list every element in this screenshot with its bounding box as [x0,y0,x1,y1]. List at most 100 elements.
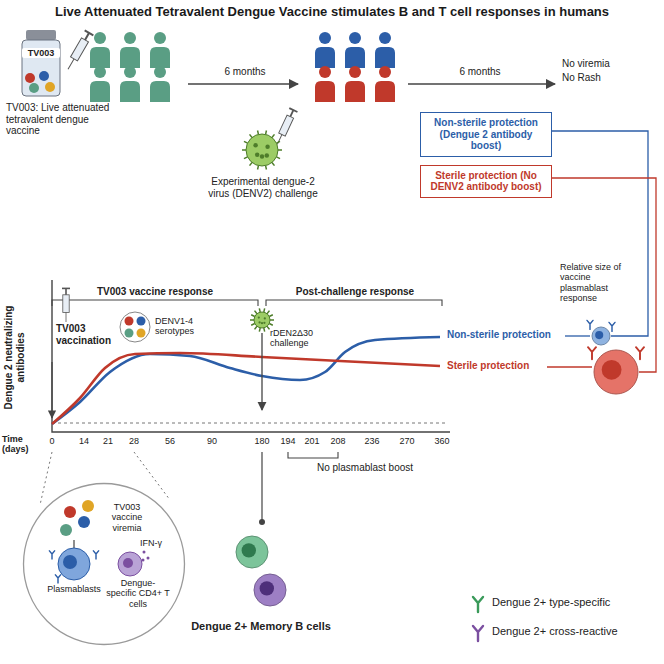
virus-dot [258,321,260,323]
cell-body [254,574,286,606]
tick-label: 194 [275,436,301,446]
plasmablast-nucleus [63,555,77,569]
antibody-icon [49,550,55,559]
virus-dot [265,153,269,157]
virus-spike [269,315,273,317]
vial-cap [26,30,56,40]
virus-spike [269,323,273,325]
node-text: TV003 vaccine viremia [100,502,154,533]
tick-label: 208 [325,436,351,446]
syringe-plunger [65,288,67,294]
person-head [379,66,391,78]
virus-spike [244,157,248,159]
virus-spike [250,134,252,137]
person-body [345,81,365,102]
virus-dot [258,316,260,318]
person-head [379,32,391,44]
syringe-grip [85,30,94,35]
syringe-icon [64,30,94,71]
leader-line [552,131,648,336]
person-figure [315,66,335,102]
antibody-icon [473,597,483,612]
cell-body [594,350,638,394]
leader-line [261,452,262,520]
person-head [319,66,331,78]
virus-spike [276,141,280,143]
plasmablast-cell [58,548,90,580]
syringe-needle [277,135,282,145]
vaccine-virion [64,506,76,518]
annotation-text: Post-challenge response [280,286,430,298]
person-body [90,81,110,102]
node-text: Non-sterile protection (Dengue 2 antibod… [427,117,545,152]
cell-nucleus [602,360,622,380]
annotation-text: Experimental dengue-2 virus (DENV2) chal… [205,176,321,199]
annotation-text: Dengue 2 neutralizing antibodies [3,283,26,433]
annotation-text: Time (days) [2,434,38,455]
virus-dot [255,153,259,157]
person-figure [90,32,110,68]
baseline-dashed [52,423,445,424]
antibody-icon [93,550,99,559]
virus-spike [244,141,248,143]
annotation-text: TV003 vaccine response [60,286,250,298]
tick-label: 56 [157,436,183,446]
virus-spike [250,163,252,166]
viremia-arrow [73,540,74,548]
person-figure [120,32,140,68]
syringe-needle [66,312,67,322]
virus-spike [270,319,274,321]
junction-dot [259,519,265,525]
serotype-dot [137,329,146,338]
person-figure [345,66,365,102]
virus-spike [278,149,282,151]
virus-spike [255,311,257,314]
annotation-text: Sterile protection [447,360,547,372]
virus-dot [263,322,265,324]
figure-title: Live Attenuated Tetravalent Dengue Vacci… [0,5,664,20]
antibody-curve-red [52,353,440,424]
virus-body [254,312,270,328]
cell-nucleus [242,543,256,557]
antibody-curve-blue [52,337,440,424]
syringe-barrel [63,295,69,313]
person-figure [345,32,365,68]
virus-icon [242,131,282,170]
person-head [319,32,331,44]
antibody-icon [609,322,615,331]
cell-nucleus [260,581,274,595]
node-text: Plasmablasts [42,584,106,594]
bracket [266,300,442,306]
syringe-barrel [279,115,294,136]
person-head [154,32,166,44]
person-body [150,47,170,68]
person-figure [315,32,335,68]
person-head [124,32,136,44]
cytokine-dot [142,559,145,562]
vaccine-virion [78,516,90,528]
annotation-text: Dengue 2+ type-specific [492,596,652,609]
virus-spike [251,315,255,317]
person-body [120,47,140,68]
outcome-box: Non-sterile protection (Dengue 2 antibod… [420,112,552,157]
annotation-text: No Rash [562,72,652,84]
annotation-text: No plasmablast boost [300,462,430,474]
leader-line [565,335,590,336]
annotation-text: rDEN2Δ30 challenge [270,328,336,349]
virus-spike [250,319,254,321]
annotation-text: 6 months [210,66,280,78]
annotation-text: Dengue 2+ Memory B cells [176,620,346,633]
serotype-dot [29,83,39,93]
vial-body [22,40,60,96]
annotation-text: TV003 vaccination [56,323,118,346]
leader-line [552,178,656,372]
antibody-icon [588,347,596,359]
virus-dot [261,322,263,324]
outcome-box: Sterile protection (No DENV2 antibody bo… [420,165,552,198]
person-figure [150,66,170,102]
serotype-dot [39,71,49,81]
person-body [345,47,365,68]
syringe-icon [62,288,70,322]
antibody-icon [587,320,593,329]
virus-spike [255,326,257,329]
